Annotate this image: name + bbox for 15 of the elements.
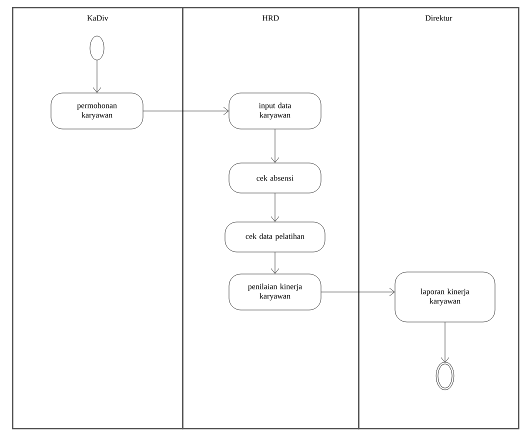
end-node	[436, 362, 454, 390]
activity-box: permohonan karyawan	[50, 92, 144, 130]
arrow	[92, 60, 102, 93]
arrow	[143, 106, 229, 116]
arrow	[321, 288, 395, 296]
activity-box: penilaian kinerja karyawan	[228, 274, 322, 310]
activity-box: laporan kinerja karyawan	[394, 272, 496, 322]
arrow	[270, 129, 280, 163]
arrow	[270, 252, 280, 274]
arrow	[440, 322, 450, 363]
start-node	[90, 36, 104, 60]
activity-box: cek absensi	[228, 162, 322, 194]
activity-box: cek data pelatihan	[224, 222, 326, 252]
activity-box: input data karyawan	[228, 92, 322, 130]
arrow	[270, 193, 280, 222]
